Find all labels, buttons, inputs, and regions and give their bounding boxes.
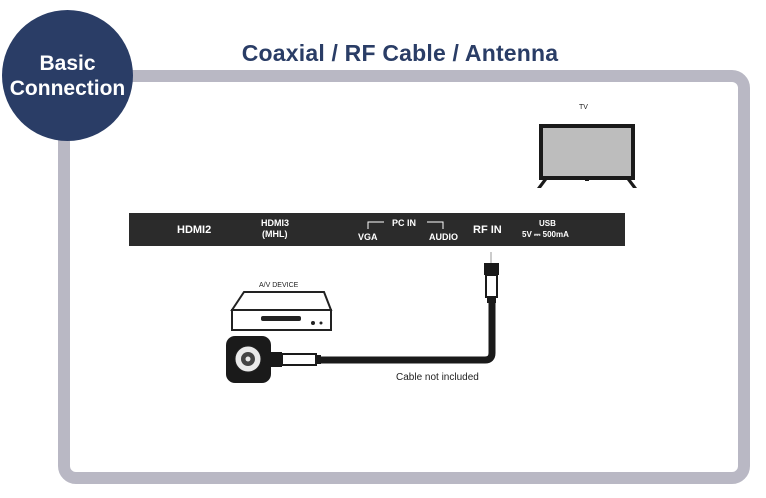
tv-label: TV <box>579 104 588 111</box>
av-device-slot <box>261 316 301 321</box>
vga-port-label: VGA <box>358 232 378 242</box>
mhl-label: (MHL) <box>262 229 288 239</box>
tv-right-foot <box>627 180 637 188</box>
tv-screen <box>543 128 631 176</box>
usb-port-label: USB <box>539 219 556 228</box>
coaxial-cable <box>321 303 496 364</box>
hdmi3-port-label: HDMI3 <box>261 218 290 228</box>
badge-line-2: Connection <box>9 76 126 100</box>
rf-connector-nut <box>484 263 499 275</box>
usb-spec-label: 5V ⎓ 500mA <box>522 230 569 239</box>
badge-line-1: Basic <box>39 51 96 75</box>
av-connector-collar <box>316 355 321 364</box>
rf-connector-collar <box>487 297 496 303</box>
av-device-button-1 <box>311 321 315 325</box>
tv-sensor <box>585 179 589 181</box>
page-title: Coaxial / RF Cable / Antenna <box>241 40 559 66</box>
cable-caption: Cable not included <box>396 372 479 383</box>
av-device-label: A/V DEVICE <box>259 282 299 289</box>
hdmi2-port-label: HDMI2 <box>177 224 212 236</box>
av-device-button-2 <box>319 321 323 325</box>
av-rf-jack-pin <box>245 356 251 362</box>
tv-left-foot <box>537 180 547 188</box>
rf-connector-body <box>485 274 498 298</box>
audio-port-label: AUDIO <box>429 232 458 242</box>
pc-in-label: PC IN <box>392 218 417 228</box>
av-connector-body <box>281 353 317 366</box>
rf-in-port-label: RF IN <box>473 224 502 236</box>
basic-connection-badge: Basic Connection <box>2 10 133 141</box>
tv-connector-panel: HDMI2 HDMI3 (MHL) PC IN VGA AUDIO RF IN … <box>129 213 625 246</box>
av-connector-nut <box>270 352 282 367</box>
